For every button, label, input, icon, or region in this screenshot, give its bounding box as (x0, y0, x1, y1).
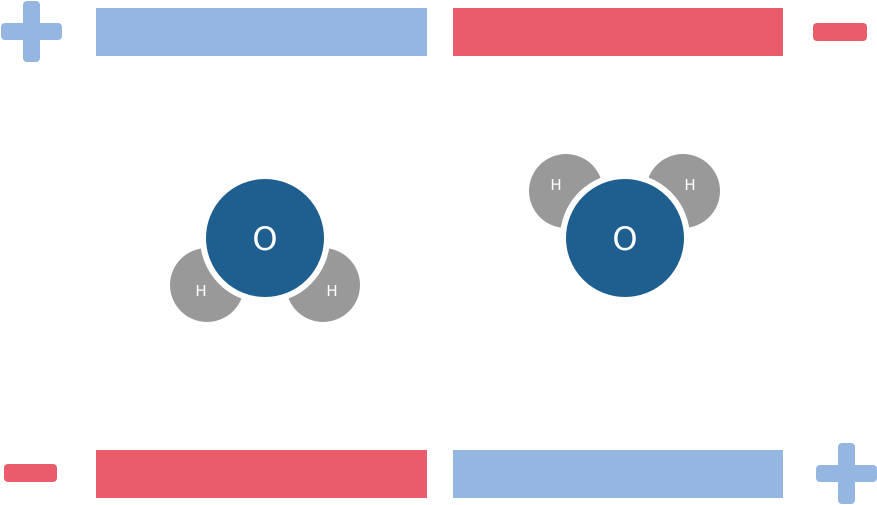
plus-icon (1, 1, 62, 62)
bottom-left-negative-plate (96, 450, 427, 498)
bottom-right-positive-plate (453, 450, 783, 498)
hydrogen-label: H (195, 282, 206, 300)
minus-icon (4, 464, 57, 482)
oxygen-atom (560, 173, 690, 303)
oxygen-label: O (252, 220, 277, 258)
water-molecule-1: O H H (170, 173, 360, 322)
hydrogen-label: H (684, 176, 695, 194)
hydrogen-label: H (326, 282, 337, 300)
top-right-negative-plate (453, 8, 783, 56)
plus-icon (816, 443, 877, 504)
hydrogen-label: H (550, 176, 561, 194)
oxygen-label: O (612, 220, 637, 258)
minus-icon (813, 23, 867, 41)
top-left-positive-plate (96, 8, 427, 56)
oxygen-atom (200, 173, 330, 303)
water-molecule-2: O H H (529, 154, 720, 303)
